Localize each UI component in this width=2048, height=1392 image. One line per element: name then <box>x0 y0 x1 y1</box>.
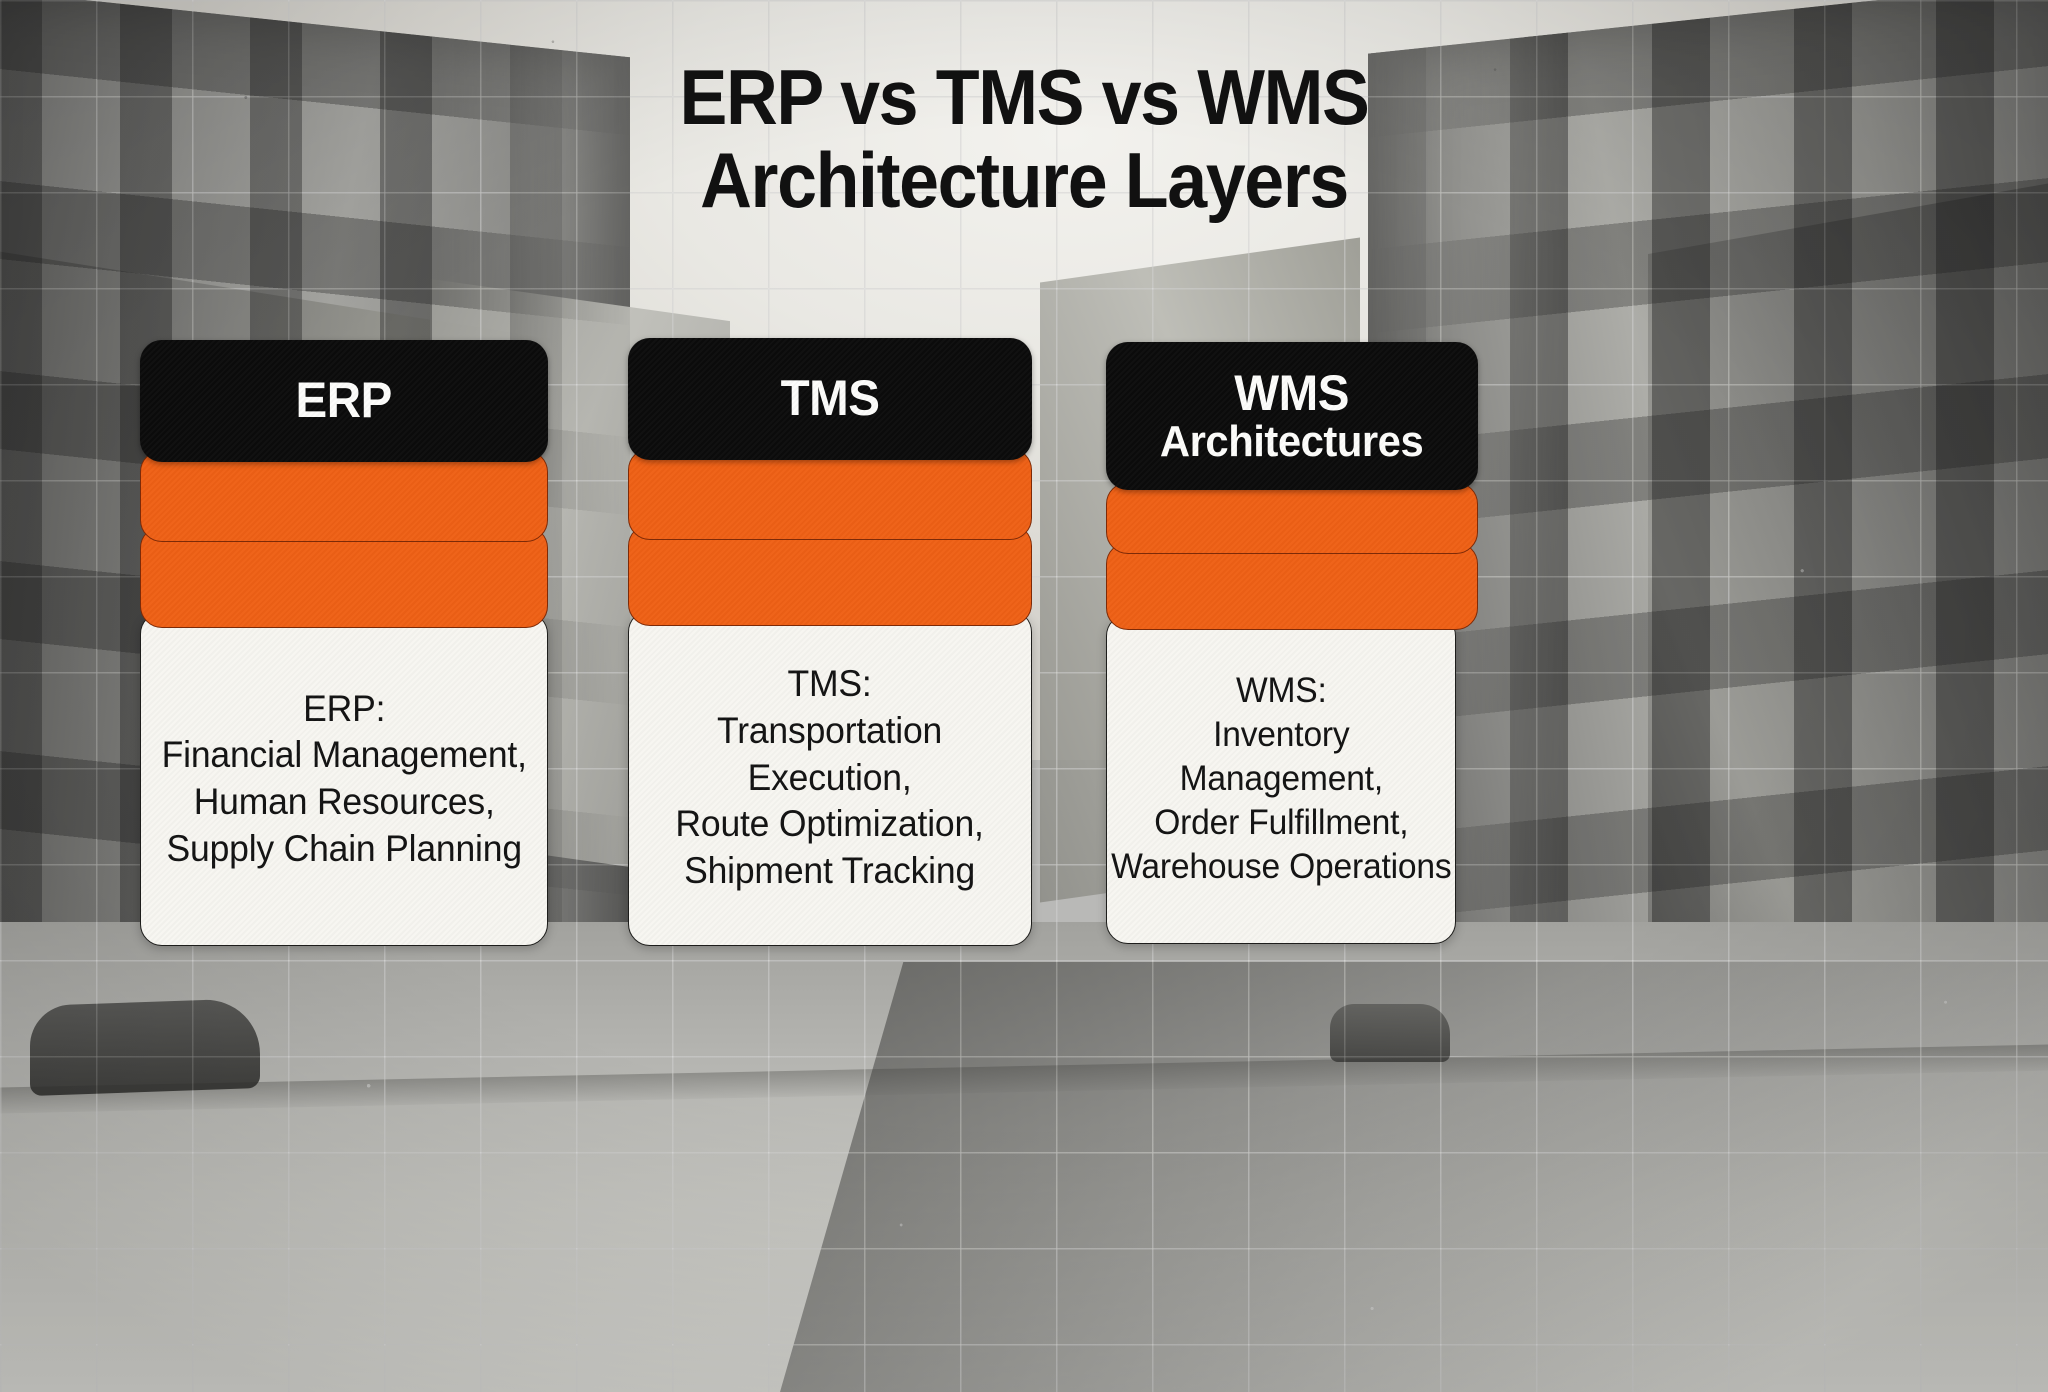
card-erp-body-line: Financial Management, <box>161 734 527 776</box>
card-tms-orange-layer-1 <box>628 448 1032 540</box>
card-tms-body-line: Route Optimization, <box>675 803 985 845</box>
card-wms-orange-layer-1 <box>1106 482 1478 554</box>
card-erp-body-panel: ERP: Financial Management, Human Resourc… <box>140 612 548 946</box>
card-erp-header-text: ERP <box>295 372 393 429</box>
card-wms-body-line: Management, <box>1179 758 1383 798</box>
page-title-line-2: Architecture Layers <box>700 135 1349 224</box>
card-wms-header-text: WMS Architectures <box>1160 364 1424 467</box>
card-wms[interactable]: WMS: Inventory Management, Order Fulfill… <box>1106 342 1478 944</box>
card-erp-header-title: ERP <box>295 372 393 429</box>
card-wms-body-line: WMS: <box>1235 670 1327 710</box>
card-wms-body-line: Inventory <box>1212 714 1350 754</box>
card-tms-body-line: Execution, <box>748 756 912 798</box>
card-tms-orange-layer-2 <box>628 524 1032 626</box>
card-tms-body-line: TMS: <box>787 663 873 705</box>
card-tms-header-title: TMS <box>780 370 880 427</box>
card-erp-body-line: Supply Chain Planning <box>166 827 522 869</box>
parked-car-right <box>1330 1004 1450 1062</box>
card-tms-header-panel: TMS <box>628 338 1032 460</box>
card-erp-body-text: ERP: Financial Management, Human Resourc… <box>152 686 536 872</box>
card-tms[interactable]: TMS: Transportation Execution, Route Opt… <box>628 338 1032 946</box>
card-wms-header-subtitle: Architectures <box>1160 417 1424 467</box>
page-title: ERP vs TMS vs WMS Architecture Layers <box>82 56 1966 221</box>
card-wms-body-panel: WMS: Inventory Management, Order Fulfill… <box>1106 614 1456 944</box>
card-erp-header-panel: ERP <box>140 340 548 462</box>
card-wms-body-text: WMS: Inventory Management, Order Fulfill… <box>1101 669 1461 889</box>
card-erp-orange-layer-1 <box>140 450 548 542</box>
card-wms-body-line: Warehouse Operations <box>1110 847 1452 887</box>
card-tms-body-panel: TMS: Transportation Execution, Route Opt… <box>628 610 1032 946</box>
page-title-line-1: ERP vs TMS vs WMS <box>679 53 1369 141</box>
card-erp-body-line: ERP: <box>302 687 386 729</box>
card-tms-body-line: Shipment Tracking <box>684 849 976 891</box>
card-wms-body-line: Order Fulfillment, <box>1153 803 1409 843</box>
card-wms-header-title: WMS <box>1234 364 1350 421</box>
card-wms-header-panel: WMS Architectures <box>1106 342 1478 490</box>
card-tms-body-line: Transportation <box>717 710 943 752</box>
card-tms-body-text: TMS: Transportation Execution, Route Opt… <box>666 661 993 894</box>
card-erp-body-line: Human Resources, <box>193 781 495 822</box>
card-tms-header-text: TMS <box>781 373 880 425</box>
card-erp-orange-layer-2 <box>140 526 548 628</box>
card-wms-orange-layer-2 <box>1106 542 1478 630</box>
card-erp[interactable]: ERP: Financial Management, Human Resourc… <box>140 340 548 946</box>
